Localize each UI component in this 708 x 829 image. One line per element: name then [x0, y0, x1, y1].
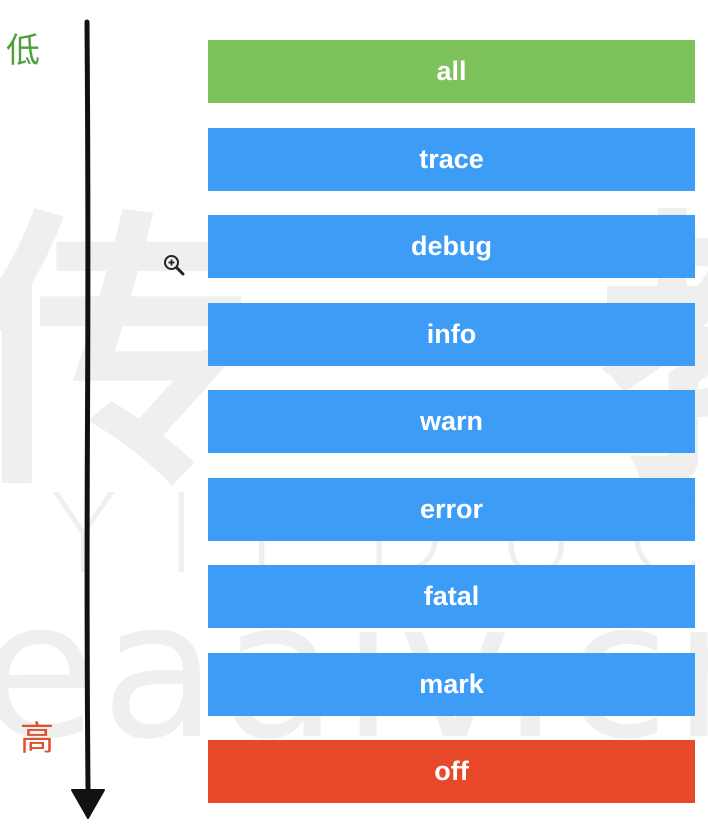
label-high: 高 — [20, 719, 54, 759]
level-warn: warn — [208, 390, 695, 453]
level-error: error — [208, 477, 695, 541]
level-trace: trace — [208, 127, 695, 191]
level-fatal: fatal — [208, 565, 695, 628]
level-all: all — [208, 40, 695, 103]
level-off: off — [208, 740, 695, 803]
level-debug: debug — [208, 215, 695, 278]
arrow-shaft — [84, 19, 91, 791]
label-low: 低 — [6, 31, 40, 71]
down-arrow-icon — [71, 19, 105, 819]
log-level-list: all trace debug info warn error fatal mark off — [208, 40, 695, 828]
arrow-head — [71, 789, 105, 819]
level-info: info — [208, 302, 695, 366]
zoom-in-icon — [164, 255, 185, 276]
level-mark: mark — [208, 652, 695, 716]
